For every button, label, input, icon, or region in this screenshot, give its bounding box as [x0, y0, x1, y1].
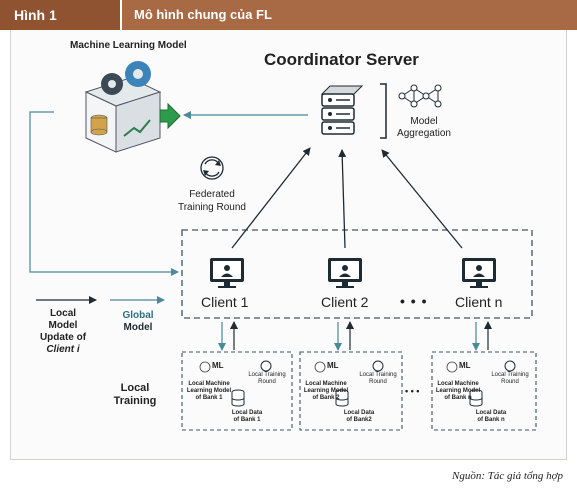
- source-caption: Nguồn: Tác giả tổng hợp: [452, 470, 563, 482]
- bank2-model-label: Local Machine Learning Model of Bank 2: [302, 381, 350, 402]
- bank1-data-line-2: of Bank 1: [233, 417, 261, 423]
- bank1-round-line-1: Local Training: [248, 372, 286, 378]
- bank1-round-line-2: Round: [258, 379, 276, 385]
- clientn-label: Client n: [455, 294, 503, 310]
- bankn-model-line-2: Learning Model: [435, 388, 481, 394]
- local-update-line-1: Local: [49, 308, 77, 319]
- client2-monitor-icon: [328, 258, 362, 288]
- bank2-round-label: Local Training Round: [357, 372, 399, 386]
- bank2-icons: [314, 360, 384, 407]
- aggregation-line-1: Model: [410, 116, 438, 127]
- global-model-line-2: Model: [123, 322, 153, 333]
- bankn-data-label: Local Data of Bank n: [470, 410, 512, 424]
- bankn-model-line-1: Local Machine: [437, 381, 479, 387]
- aggregation-bracket: [380, 83, 387, 139]
- local-update-line-2: Model: [48, 320, 78, 331]
- server-icon: [320, 85, 364, 135]
- bankn-round-label: Local Training Round: [489, 372, 531, 386]
- bank1-box: [181, 351, 293, 431]
- client-group-box: [181, 229, 533, 319]
- bank2-data-line-1: Local Data: [343, 410, 375, 416]
- server-title: Coordinator Server: [264, 50, 419, 69]
- figure-label: Hình 1: [0, 0, 120, 30]
- client2-label: Client 2: [321, 294, 369, 310]
- bank1-model-line-1: Local Machine: [188, 381, 230, 387]
- global-model-loop-arrow: [29, 111, 179, 276]
- bank1-round-label: Local Training Round: [246, 372, 288, 386]
- local-training-line-1: Local: [120, 382, 150, 394]
- bank2-box: [299, 351, 403, 431]
- bankn-model-label: Local Machine Learning Model of Bank n: [434, 381, 482, 402]
- legend-global-model: Global Model: [112, 310, 164, 334]
- bankn-model-line-3: of Bank n: [444, 395, 472, 401]
- refresh-icon: [200, 156, 224, 180]
- ml-model-label: Machine Learning Model: [70, 40, 187, 51]
- bank2-model-line-1: Local Machine: [305, 381, 347, 387]
- bank1-ml-label: ML: [212, 361, 224, 370]
- bank1-data-line-1: Local Data: [231, 410, 263, 416]
- bank1-model-label: Local Machine Learning Model of Bank 1: [185, 381, 233, 402]
- bankn-data-line-1: Local Data: [475, 410, 507, 416]
- bank1-icons: [199, 360, 272, 407]
- bankn-box: [431, 351, 537, 431]
- local-training-line-2: Training: [113, 395, 157, 407]
- clientn-monitor-icon: [462, 258, 496, 288]
- clientn-to-server-arrow: [381, 149, 463, 249]
- bank2-data-label: Local Data of Bank2: [338, 410, 380, 424]
- clients-ellipsis: • • •: [400, 293, 428, 309]
- network-icon: [398, 84, 442, 108]
- ml-model-icon: [84, 61, 181, 153]
- bank2-round-line-1: Local Training: [359, 372, 397, 378]
- local-update-line-4: Client i: [46, 344, 80, 355]
- bank2-round-line-2: Round: [369, 379, 387, 385]
- federated-line-1: Federated: [189, 189, 235, 200]
- bank1-data-label: Local Data of Bank 1: [226, 410, 268, 424]
- figure-header-separator: [120, 0, 122, 30]
- figure-title: Mô hình chung của FL: [134, 7, 272, 22]
- banks-ellipsis: • • •: [405, 386, 420, 396]
- bank1-model-line-3: of Bank 1: [195, 395, 223, 401]
- bankn-round-line-2: Round: [501, 379, 519, 385]
- aggregation-label: Model Aggregation: [394, 116, 454, 140]
- aggregation-line-2: Aggregation: [397, 128, 451, 139]
- federated-round-label: Federated Training Round: [168, 188, 256, 214]
- legend-local-training: Local Training: [108, 382, 162, 408]
- local-update-line-3: Update of: [39, 332, 87, 343]
- client2-to-server-arrow: [338, 149, 347, 249]
- client1-label: Client 1: [201, 294, 249, 310]
- bankn-icons: [446, 360, 516, 407]
- client1-to-server-arrow: [231, 147, 311, 249]
- bank2-ml-label: ML: [327, 361, 339, 370]
- bank2-model-line-2: Learning Model: [303, 388, 349, 394]
- bankn-data-line-2: of Bank n: [477, 417, 505, 423]
- global-model-line-1: Global: [122, 310, 154, 321]
- bankn-ml-label: ML: [459, 361, 471, 370]
- client1-monitor-icon: [210, 258, 244, 288]
- federated-line-2: Training Round: [177, 202, 246, 213]
- bank1-model-line-2: Learning Model: [186, 388, 232, 394]
- bank2-data-line-2: of Bank2: [346, 417, 372, 423]
- bank2-model-line-3: of Bank 2: [312, 395, 340, 401]
- legend-local-update: Local Model Update of Client i: [38, 308, 88, 356]
- bankn-round-line-1: Local Training: [491, 372, 529, 378]
